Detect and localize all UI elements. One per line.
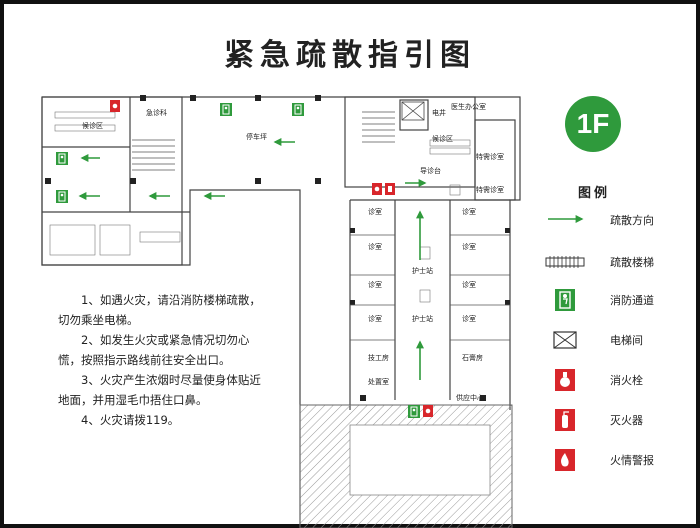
room-label: 护士站 bbox=[412, 267, 433, 275]
room-label: 技工房 bbox=[368, 354, 389, 362]
room-label: 特需诊室 bbox=[476, 153, 504, 161]
exit-sign-icon bbox=[56, 190, 68, 203]
elevator-icon bbox=[553, 331, 577, 349]
stairs-left bbox=[132, 139, 175, 171]
furniture bbox=[49, 111, 471, 303]
exit-sign-icon bbox=[220, 103, 232, 116]
legend-title: 图例 bbox=[578, 186, 611, 201]
stairs-icon bbox=[545, 256, 585, 268]
exit-sign-icon bbox=[56, 152, 68, 165]
room-label: 诊室 bbox=[368, 243, 382, 251]
room-label: 医生办公室 bbox=[451, 103, 486, 111]
exit-sign-icon bbox=[555, 289, 575, 311]
room-label: 处置室 bbox=[368, 378, 389, 386]
note-item: 4、火灾请拨119。 bbox=[81, 413, 180, 427]
room-label: 诊室 bbox=[462, 243, 476, 251]
legend-item-extinguisher: 灭火器 bbox=[540, 407, 700, 433]
room-label: 导诊台 bbox=[420, 167, 441, 175]
room-label: 诊室 bbox=[462, 281, 476, 289]
room-label: 诊室 bbox=[462, 208, 476, 216]
room-label: 停车坪 bbox=[246, 133, 267, 141]
legend-item-alarm: 火情警报 bbox=[540, 447, 700, 473]
building-walls bbox=[41, 96, 521, 528]
legend-item-elevator: 电梯间 bbox=[540, 327, 700, 353]
legend-label: 疏散方向 bbox=[610, 214, 654, 227]
legend-item-exit: 消防通道 bbox=[540, 287, 700, 313]
legend-label: 消火栓 bbox=[610, 374, 643, 387]
extinguisher-icon bbox=[555, 409, 575, 431]
room-label: 护士站 bbox=[412, 315, 433, 323]
legend-item-stairs: 疏散楼梯 bbox=[540, 249, 700, 275]
room-label: 诊室 bbox=[462, 315, 476, 323]
floor-badge: 1F bbox=[565, 96, 621, 152]
fire-equipment-icon bbox=[385, 183, 395, 195]
evacuation-arrows bbox=[78, 138, 427, 380]
room-label: 候诊区 bbox=[82, 122, 103, 130]
legend-label: 火情警报 bbox=[610, 454, 654, 467]
clinic-cells bbox=[350, 234, 510, 341]
safety-notes: 1、如遇火灾，请沿消防楼梯疏散，切勿乘坐电梯。 2、如发生火灾或紧急情况切勿心慌… bbox=[58, 290, 270, 430]
note-item: 2、如发生火灾或紧急情况切勿心慌，按照指示路线前往安全出口。 bbox=[58, 333, 250, 367]
stairs-middle bbox=[362, 111, 395, 143]
legend-label: 电梯间 bbox=[610, 334, 643, 347]
room-label: 急诊科 bbox=[146, 109, 167, 117]
legend-label: 灭火器 bbox=[610, 414, 643, 427]
legend-item-direction: 疏散方向 bbox=[540, 207, 700, 233]
fire-equipment-icon bbox=[423, 405, 433, 417]
legend-item-hydrant: 消火栓 bbox=[540, 367, 700, 393]
legend-label: 消防通道 bbox=[610, 294, 654, 307]
fire-equipment-icon bbox=[110, 100, 120, 112]
room-label: 石膏房 bbox=[462, 354, 483, 362]
fire-equipment-icon bbox=[372, 183, 382, 195]
room-label: 特需诊室 bbox=[476, 186, 504, 194]
exit-sign-icon bbox=[408, 405, 420, 418]
column-posts bbox=[45, 95, 510, 401]
fire-alarm-icon bbox=[555, 449, 575, 471]
note-item: 3、火灾产生浓烟时尽量使身体贴近地面，并用湿毛巾捂住口鼻。 bbox=[58, 373, 261, 407]
legend-label: 疏散楼梯 bbox=[610, 256, 654, 269]
exit-sign-icon bbox=[292, 103, 304, 116]
room-label: 候诊区 bbox=[432, 135, 453, 143]
room-label: 诊室 bbox=[368, 281, 382, 289]
hydrant-icon bbox=[555, 369, 575, 391]
room-label: 电井 bbox=[432, 109, 446, 117]
hatched-area bbox=[299, 404, 513, 528]
elevator-box bbox=[401, 101, 425, 121]
note-item: 1、如遇火灾，请沿消防楼梯疏散，切勿乘坐电梯。 bbox=[58, 293, 261, 327]
room-label: 诊室 bbox=[368, 208, 382, 216]
page-title: 紧急疏散指引图 bbox=[224, 38, 476, 73]
room-label: 供应中心 bbox=[456, 394, 484, 402]
room-label: 诊室 bbox=[368, 315, 382, 323]
